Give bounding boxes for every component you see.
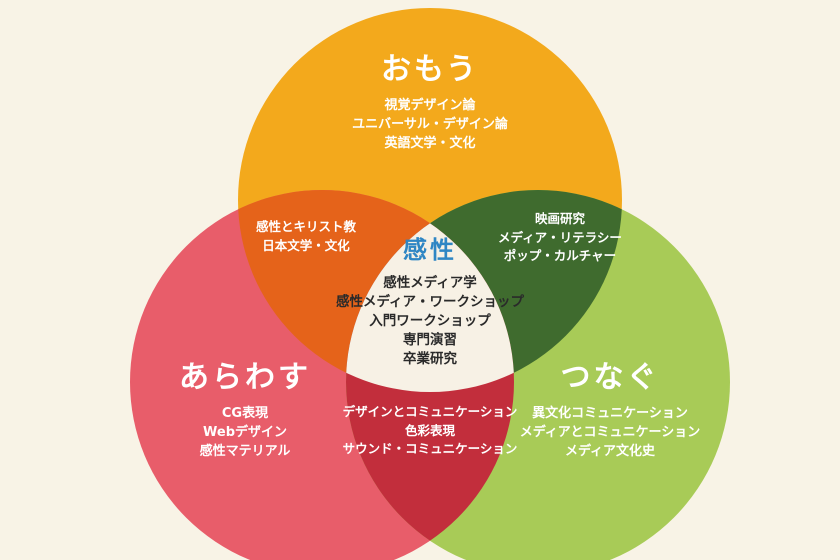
label-center: 感性 感性メディア学 感性メディア・ワークショップ 入門ワークショップ 専門演習… xyxy=(336,232,524,369)
region-center xyxy=(346,190,514,392)
center-item: 卒業研究 xyxy=(403,351,457,367)
label-omou-arawasu: 感性とキリスト教 日本文学・文化 xyxy=(256,218,356,255)
tsunagu-item: メディア文化史 xyxy=(564,444,656,459)
arawasu-item: Webデザイン xyxy=(203,425,287,440)
omou-tsunagu-item: ポップ・カルチャー xyxy=(503,248,617,263)
omou-arawasu-item: 日本文学・文化 xyxy=(262,237,350,253)
arawasu-tsunagu-item: サウンド・コミュニケーション xyxy=(342,441,518,456)
center-item: 専門演習 xyxy=(403,332,457,348)
omou-item: ユニバーサル・デザイン論 xyxy=(352,117,508,132)
label-omou: おもう 視覚デザイン論 ユニバーサル・デザイン論 英語文学・文化 xyxy=(352,52,508,153)
center-item: 入門ワークショップ xyxy=(369,313,491,329)
label-arawasu: あらわす CG表現 Webデザイン 感性マテリアル xyxy=(179,360,311,461)
omou-title: おもう xyxy=(380,52,480,87)
label-arawasu-tsunagu: デザインとコミュニケーション 色彩表現 サウンド・コミュニケーション xyxy=(343,403,518,459)
omou-item: 視覚デザイン論 xyxy=(384,98,476,113)
tsunagu-item: 異文化コミュニケーション xyxy=(532,406,688,421)
omou-item: 英語文学・文化 xyxy=(384,136,476,151)
omou-tsunagu-item: 映画研究 xyxy=(534,211,586,226)
label-omou-tsunagu: 映画研究 メディア・リテラシー ポップ・カルチャー xyxy=(498,210,622,266)
tsunagu-title: つなぐ xyxy=(560,360,660,395)
tsunagu-item: メディアとコミュニケーション xyxy=(519,425,701,440)
arawasu-tsunagu-item: 色彩表現 xyxy=(404,422,456,438)
label-tsunagu: つなぐ 異文化コミュニケーション メディアとコミュニケーション メディア文化史 xyxy=(520,360,701,461)
center-item: 感性メディア学 xyxy=(383,275,477,291)
arawasu-item: CG表現 xyxy=(221,406,269,421)
center-title: 感性 xyxy=(403,236,457,264)
arawasu-title: あらわす xyxy=(179,360,311,395)
arawasu-item: 感性マテリアル xyxy=(199,444,291,459)
arawasu-tsunagu-item: デザインとコミュニケーション xyxy=(342,404,518,419)
omou-arawasu-item: 感性とキリスト教 xyxy=(255,219,357,234)
center-item: 感性メディア・ワークショップ xyxy=(335,294,525,310)
omou-tsunagu-item: メディア・リテラシー xyxy=(498,229,622,245)
